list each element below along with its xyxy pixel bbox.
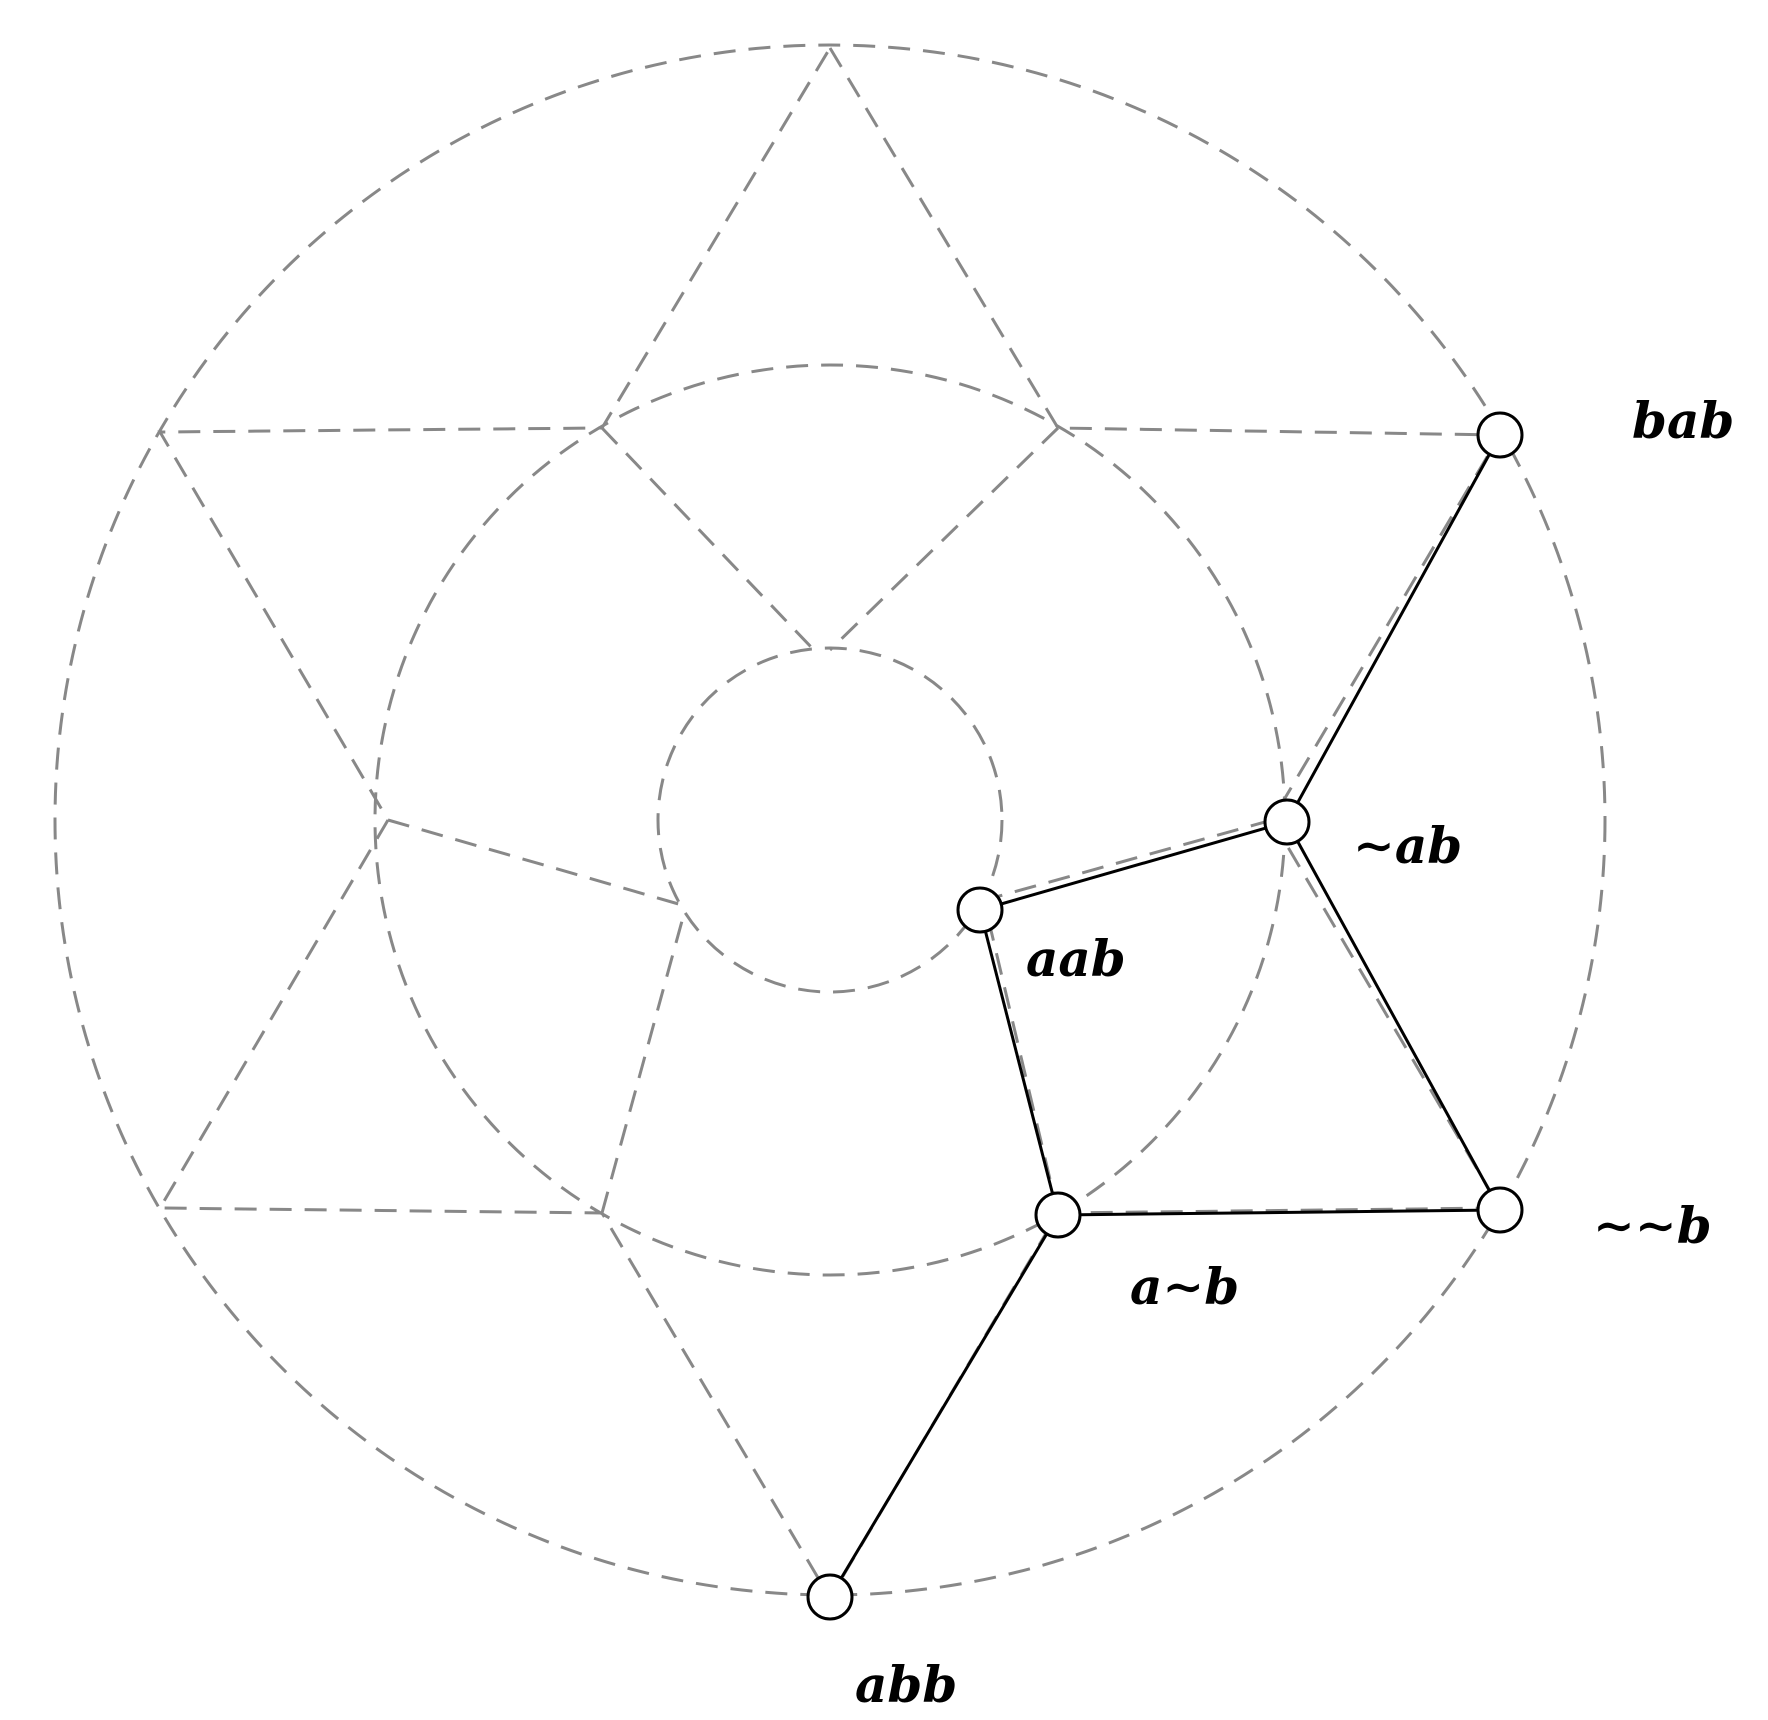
node-abb — [806, 1573, 854, 1621]
node-anb — [1034, 1191, 1082, 1239]
guide-spoke-3 — [984, 818, 1273, 902]
guide-spoke-1 — [600, 426, 814, 650]
edge-bab-nab — [1285, 434, 1502, 823]
label-anb: a∼b — [1130, 1257, 1239, 1316]
label-nnb: ∼∼b — [1593, 1196, 1712, 1255]
guide-spoke-6 — [387, 818, 683, 907]
edge-anb-abb — [828, 1214, 1060, 1598]
node-group — [806, 411, 1524, 1621]
guide-spoke-5 — [600, 909, 687, 1214]
label-bab: bab — [1632, 391, 1734, 450]
guide-spoke-2 — [828, 426, 1060, 652]
node-bab — [1476, 411, 1524, 459]
label-nab: ∼ab — [1353, 816, 1462, 875]
edge-anb-nnb — [1057, 1208, 1501, 1217]
edge-group — [828, 434, 1502, 1598]
edge-nab-aab — [979, 820, 1288, 912]
node-nab — [1263, 798, 1311, 846]
outer-guide-circle — [53, 43, 1607, 1597]
edge-aab-anb — [978, 909, 1060, 1216]
node-nnb — [1476, 1186, 1524, 1234]
label-abb: abb — [855, 1655, 957, 1714]
label-group: bab ∼ab aab a∼b ∼∼b abb — [855, 391, 1734, 1714]
middle-guide-circle — [373, 363, 1287, 1277]
inner-guide-circle — [656, 646, 1004, 994]
edge-nab-nnb — [1285, 821, 1502, 1211]
label-aab: aab — [1026, 929, 1126, 988]
node-aab — [956, 886, 1004, 934]
